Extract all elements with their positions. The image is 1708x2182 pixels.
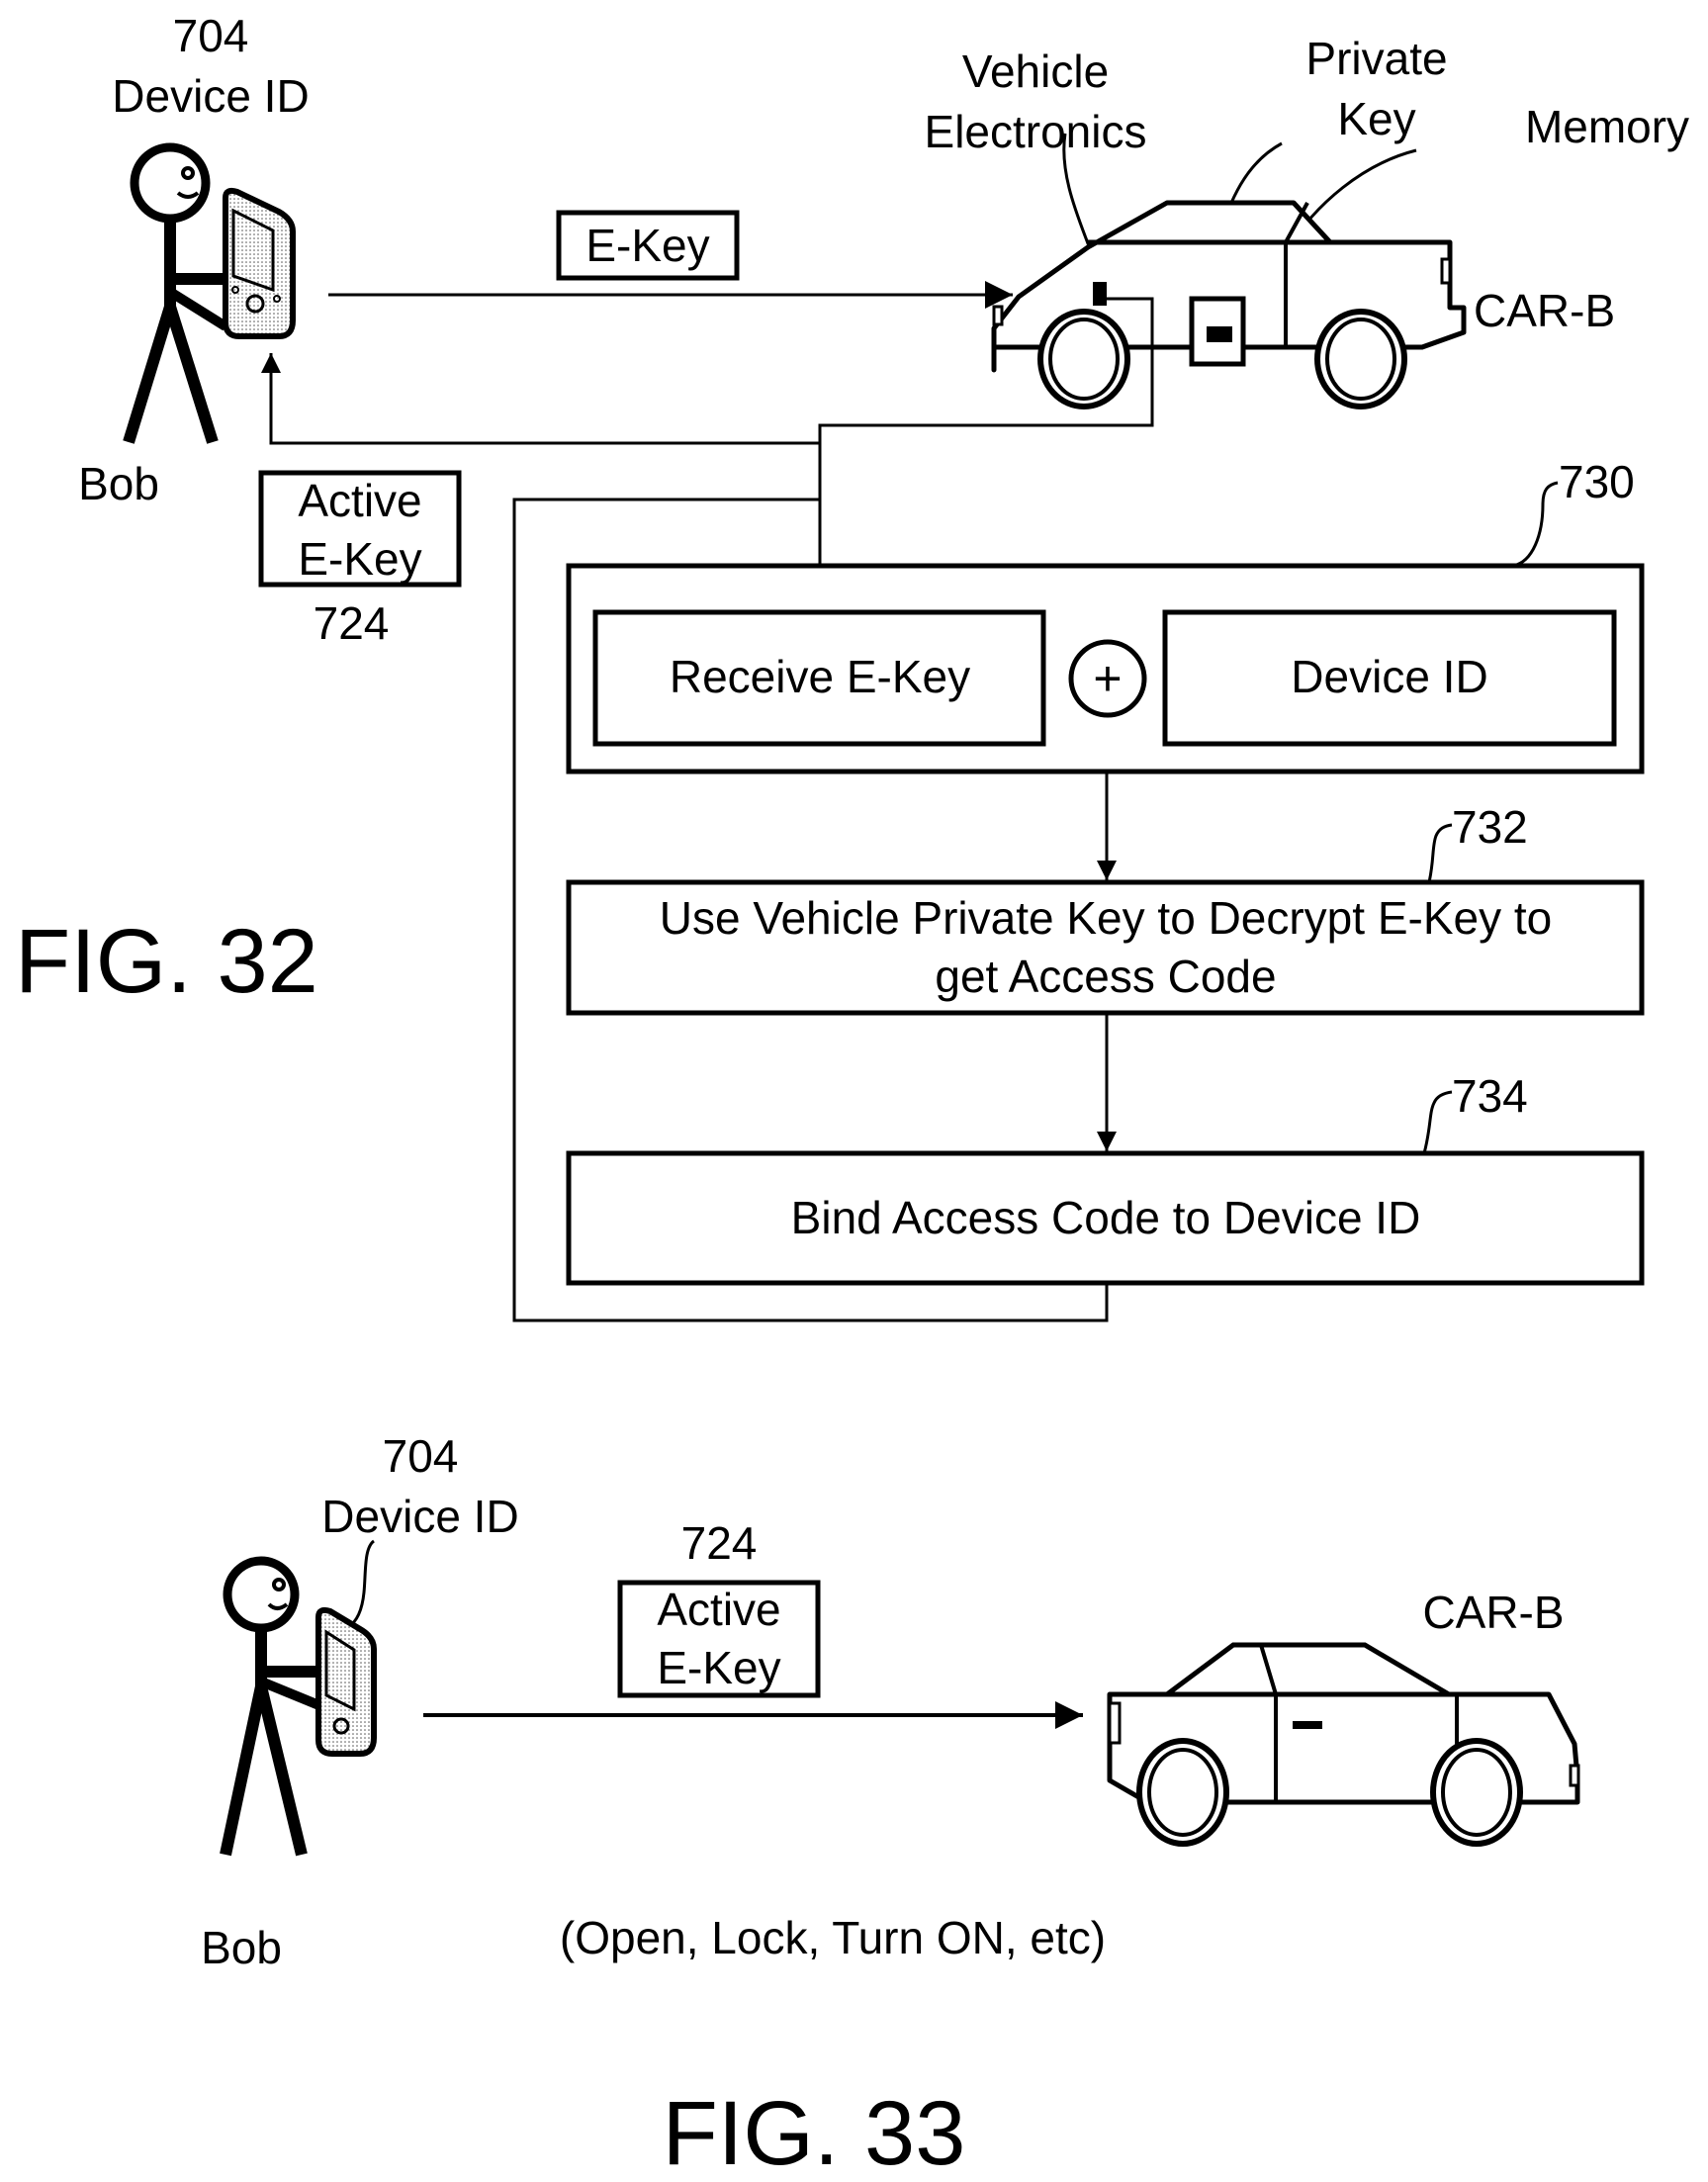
decrypt-step-line1: Use Vehicle Private Key to Decrypt E-Key… (660, 892, 1553, 944)
car-b-icon (994, 203, 1464, 407)
fig32-caption: FIG. 32 (15, 911, 318, 1012)
fig33: 704 Device ID Bob 724 Active E-Key CAR-B (201, 1430, 1578, 2182)
device-id-label: Device ID (112, 70, 309, 122)
bind-step-label: Bind Access Code to Device ID (791, 1192, 1421, 1243)
fig33-active-ekey-ref: 724 (681, 1517, 758, 1569)
active-ekey-ref: 724 (314, 597, 390, 649)
ref-730-leader (1513, 483, 1558, 566)
active-ekey-line1: Active (298, 475, 421, 526)
ekey-label: E-Key (585, 220, 709, 271)
door-handle-icon (1293, 1721, 1322, 1729)
device-ref-label: 704 (173, 10, 249, 61)
fig33-car-b-icon (1110, 1645, 1578, 1844)
private-key-label-2: Key (1337, 93, 1415, 144)
fig33-device-leader (348, 1541, 374, 1627)
combine-symbol: + (1093, 651, 1122, 706)
fig33-device-ref-label: 704 (383, 1430, 459, 1482)
fig33-active-ekey-line2: E-Key (657, 1642, 780, 1693)
fig33-device-id-label: Device ID (321, 1491, 518, 1542)
fig33-car-name-label: CAR-B (1422, 1587, 1564, 1638)
ref-734: 734 (1452, 1070, 1528, 1122)
receive-ekey-label: Receive E-Key (670, 651, 970, 702)
active-ekey-return-arrow (271, 353, 820, 443)
person-name-label: Bob (78, 458, 159, 509)
fig32: 704 Device ID Bob E-Key Vehicle (15, 10, 1689, 1320)
decrypt-step-line2: get Access Code (935, 951, 1276, 1002)
ref-732-leader (1429, 825, 1452, 882)
private-key-chip-icon (1207, 326, 1232, 342)
mobile-device-icon (225, 191, 293, 336)
vehicle-electronics-label-1: Vehicle (962, 45, 1109, 97)
fig33-mobile-device-icon (318, 1610, 374, 1754)
active-ekey-line2: E-Key (298, 533, 421, 585)
fig33-person-name-label: Bob (201, 1922, 282, 1973)
fig33-actions-label: (Open, Lock, Turn ON, etc) (560, 1912, 1106, 1963)
vehicle-electronics-chip-icon (1093, 282, 1107, 306)
person-bob-icon (129, 147, 225, 442)
vehicle-electronics-label-2: Electronics (925, 106, 1147, 157)
fig33-active-ekey-line1: Active (657, 1584, 780, 1635)
memory-label: Memory (1525, 101, 1689, 152)
private-key-label-1: Private (1305, 33, 1447, 84)
ref-734-leader (1424, 1092, 1452, 1153)
ref-730: 730 (1559, 456, 1635, 507)
fig33-caption: FIG. 33 (663, 2083, 966, 2182)
car-name-label: CAR-B (1474, 285, 1615, 336)
fig33-person-bob-icon (225, 1561, 321, 1855)
device-id-step-label: Device ID (1291, 651, 1487, 702)
ref-732: 732 (1452, 801, 1528, 853)
